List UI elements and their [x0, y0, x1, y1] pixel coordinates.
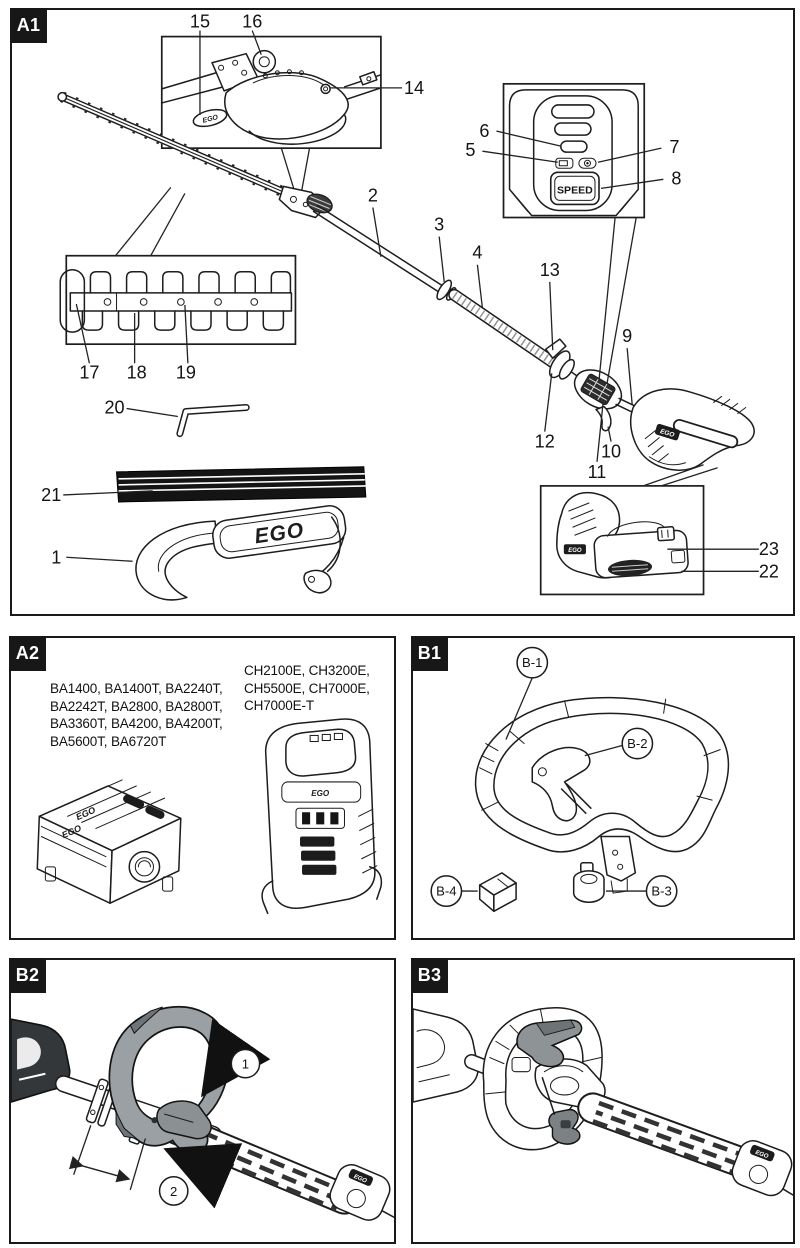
loop-handle-drawing: [108, 1006, 231, 1154]
callout-17: 17: [79, 362, 99, 382]
control-panel-inset: SPEED: [482, 82, 664, 384]
speed-indicator-bar-2: [554, 122, 592, 136]
callout-21: 21: [41, 485, 61, 505]
panel-b3: B3: [411, 958, 795, 1244]
callout-step-2: 2: [170, 1184, 177, 1199]
clamp-lever-drawing: [516, 1019, 583, 1068]
lock-lever: [595, 405, 612, 432]
pole-shaft-drawing: [312, 204, 583, 381]
callout-B-1: B-1: [522, 655, 542, 670]
dimension-indicator: [68, 1125, 147, 1191]
handle-nut-part: [572, 862, 605, 903]
callout-5: 5: [465, 140, 475, 160]
charger-models-line: CH2100E, CH3200E,: [244, 663, 370, 678]
handle-bolt-part: [478, 872, 517, 913]
callout-18: 18: [127, 362, 147, 382]
battery-models-line: BA3360T, BA4200, BA4200T,: [50, 716, 223, 732]
b2-callouts: 1 2: [158, 1048, 261, 1206]
powerhead-battery-inset: EGO: [539, 485, 759, 596]
callout-4: 4: [472, 243, 482, 263]
coupler-drawing: EGO: [329, 1164, 394, 1221]
front-handle-drawing: [474, 696, 730, 894]
panel-b1-tag: B1: [411, 636, 448, 671]
callout-16: 16: [242, 12, 262, 32]
brand-logo-head-inset: EGO: [202, 114, 219, 125]
blade-teeth-inset: [59, 254, 297, 364]
charger-drawing: EGO: [261, 718, 383, 915]
callout-15: 15: [190, 12, 210, 32]
callout-step-1: 1: [242, 1057, 249, 1072]
battery-models-line: BA5600T, BA6720T: [50, 733, 167, 749]
panel-b2-tag: B2: [9, 958, 46, 993]
callout-13: 13: [540, 260, 560, 280]
callout-B-2: B-2: [627, 736, 647, 751]
powerhead-drawing: [11, 1018, 71, 1103]
callout-7: 7: [669, 137, 679, 157]
shaft-lock-housing: [573, 369, 663, 432]
brand-logo-coupler-b3: EGO: [754, 1150, 769, 1161]
panel-b2: B2: [9, 958, 396, 1244]
charger-models-line: CH7000E-T: [244, 698, 314, 714]
speed-indicator-bar-1: [560, 140, 588, 153]
callout-19: 19: [176, 362, 196, 382]
callout-1: 1: [51, 547, 61, 567]
callout-11: 11: [588, 462, 607, 482]
battery-indicator-icon: [555, 157, 574, 169]
panel-a2-tag: A2: [9, 636, 46, 671]
callout-22: 22: [759, 561, 779, 581]
wing-bolt-drawing: [541, 1076, 581, 1145]
battery-models-line: BA1400, BA1400T, BA2240T,: [50, 681, 223, 696]
callout-6: 6: [479, 121, 489, 141]
callout-2: 2: [368, 185, 378, 205]
panel-a1: A1 EGO: [10, 8, 795, 616]
coupler-drawing: EGO: [731, 1140, 793, 1197]
speed-button-label: SPEED: [557, 184, 593, 196]
panel-a1-tag: A1: [10, 8, 47, 43]
grip-section-drawing: [577, 1092, 759, 1179]
panel-b3-tag: B3: [411, 958, 448, 993]
brand-logo-inset: EGO: [568, 548, 582, 554]
charger-model-list: CH2100E, CH3200E, CH5500E, CH7000E, CH70…: [244, 662, 370, 715]
blade-cover-drawing: [63, 466, 367, 503]
powerhead-outline-drawing: [413, 1008, 479, 1103]
callout-3: 3: [434, 215, 444, 235]
brand-logo-coupler-b2: EGO: [353, 1174, 368, 1185]
callout-B-4: B-4: [436, 884, 456, 899]
brand-logo-rear-handle: EGO: [659, 428, 675, 439]
b1-callouts: B-1 B-2 B-4 B-3: [430, 646, 678, 908]
pole-hedge-trimmer-exploded-drawing: EGO: [41, 12, 779, 601]
callout-12: 12: [535, 432, 555, 452]
battery-pack-drawing: EGO EGO: [36, 779, 182, 904]
callout-20: 20: [104, 398, 124, 418]
step-arrows: [163, 1018, 271, 1209]
brand-logo-charger: EGO: [311, 789, 330, 798]
battery-model-list: BA1400, BA1400T, BA2240T, BA2242T, BA280…: [50, 680, 223, 750]
callout-23: 23: [759, 539, 779, 559]
power-indicator-icon: [578, 157, 597, 169]
callout-9: 9: [622, 326, 632, 346]
head-detail-inset: EGO: [160, 35, 382, 198]
panel-b1: B1: [411, 636, 795, 940]
callout-10: 10: [601, 442, 621, 462]
hex-key-drawing: [126, 403, 250, 438]
callout-14: 14: [404, 78, 424, 98]
callout-B-3: B-3: [651, 884, 671, 899]
rear-handle-drawing: EGO: [629, 388, 755, 487]
blade-drawing: [57, 91, 294, 257]
battery-models-line: BA2242T, BA2800, BA2800T,: [50, 698, 223, 714]
speed-indicator-bar-3: [551, 104, 595, 119]
shoulder-strap-drawing: EGO: [66, 505, 347, 601]
callout-8: 8: [671, 168, 681, 188]
charger-models-line: CH5500E, CH7000E,: [244, 680, 370, 696]
blade-pivot-head: [278, 185, 333, 219]
panel-a2: A2 BA1400, BA1400T, BA2240T, BA2242T, BA…: [9, 636, 396, 940]
speed-button: SPEED: [549, 171, 600, 206]
a1-callouts: 15 16 14 6 5 7 8 2 3 4 13 9 12 10 11 17 …: [41, 12, 779, 582]
